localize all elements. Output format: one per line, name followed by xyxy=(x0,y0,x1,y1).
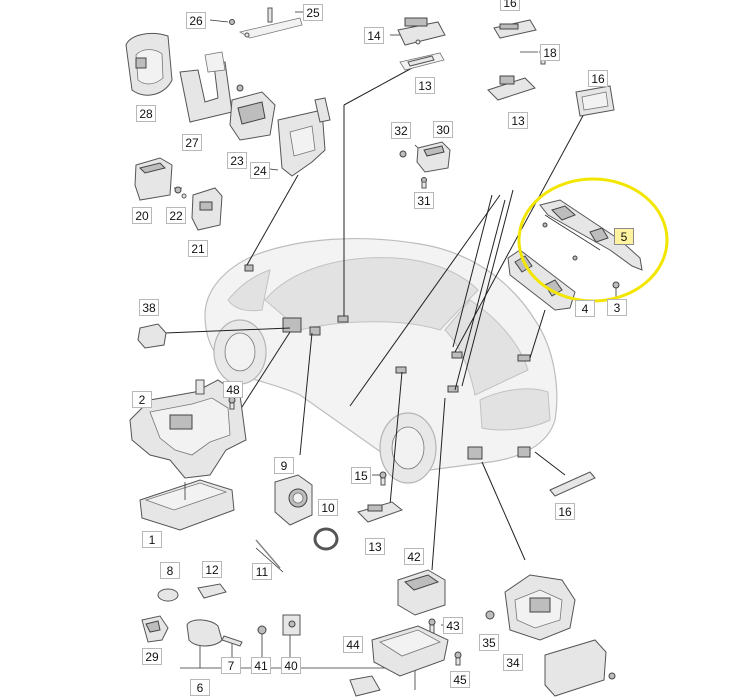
part-sensor-13-top xyxy=(399,52,445,71)
part-bracket-34 xyxy=(504,574,576,641)
part-control-unit-1 xyxy=(139,479,235,531)
part-tray-44 xyxy=(371,625,449,677)
callout-18[interactable]: 18 xyxy=(540,44,560,61)
callout-14[interactable]: 14 xyxy=(364,27,384,44)
callout-35[interactable]: 35 xyxy=(479,634,499,651)
car-illustration xyxy=(204,237,558,484)
callout-16[interactable]: 16 xyxy=(588,70,608,87)
part-module-42 xyxy=(397,569,446,616)
callout-23[interactable]: 23 xyxy=(227,152,247,169)
part-screw-31 xyxy=(421,177,427,189)
callout-38[interactable]: 38 xyxy=(139,299,159,316)
part-piece-bottom xyxy=(349,675,381,697)
part-key-29 xyxy=(141,615,169,643)
part-ring-10 xyxy=(313,527,339,551)
callout-34[interactable]: 34 xyxy=(503,654,523,671)
callout-9[interactable]: 9 xyxy=(274,457,294,474)
part-screw-32 xyxy=(399,150,407,158)
part-plate-40 xyxy=(282,614,301,636)
callout-24[interactable]: 24 xyxy=(250,162,270,179)
callout-13[interactable]: 13 xyxy=(415,77,435,94)
callout-48[interactable]: 48 xyxy=(223,381,243,398)
part-keyfob-6 xyxy=(186,619,223,647)
callout-4[interactable]: 4 xyxy=(575,300,595,317)
part-sensor-16-top xyxy=(493,19,537,39)
callout-42[interactable]: 42 xyxy=(404,548,424,565)
part-screw-3 xyxy=(612,281,620,289)
callout-25[interactable]: 25 xyxy=(303,4,323,21)
callout-32[interactable]: 32 xyxy=(391,122,411,139)
part-bracket-2 xyxy=(129,379,247,479)
part-sensor-13-right xyxy=(487,75,536,101)
callout-21[interactable]: 21 xyxy=(188,240,208,257)
callout-13[interactable]: 13 xyxy=(508,112,528,129)
callout-31[interactable]: 31 xyxy=(414,192,434,209)
callout-12[interactable]: 12 xyxy=(202,561,222,578)
part-screw-41 xyxy=(257,625,267,635)
part-screw-15 xyxy=(379,471,387,486)
part-key-12 xyxy=(197,583,227,599)
callout-28[interactable]: 28 xyxy=(136,105,156,122)
callout-16[interactable]: 16 xyxy=(500,0,520,11)
callout-13[interactable]: 13 xyxy=(365,538,385,555)
part-bracket-21 xyxy=(191,187,223,231)
callout-16[interactable]: 16 xyxy=(555,503,575,520)
callout-5[interactable]: 5 xyxy=(614,228,634,245)
callout-26[interactable]: 26 xyxy=(186,12,206,29)
callout-3[interactable]: 3 xyxy=(607,299,627,316)
callout-10[interactable]: 10 xyxy=(318,499,338,516)
part-cover-28 xyxy=(125,32,173,96)
callout-43[interactable]: 43 xyxy=(443,617,463,634)
part-bracket-25 xyxy=(229,7,303,39)
callout-7[interactable]: 7 xyxy=(221,657,241,674)
part-module-30 xyxy=(416,141,451,173)
callout-45[interactable]: 45 xyxy=(450,671,470,688)
part-button-8 xyxy=(157,588,179,602)
part-sensor-13-bottom xyxy=(357,501,404,523)
callout-22[interactable]: 22 xyxy=(166,207,186,224)
part-screw-22 xyxy=(174,186,187,199)
part-wiring-5 xyxy=(539,199,643,271)
part-sensor-38 xyxy=(137,323,167,349)
part-sensor-16-right xyxy=(575,85,615,117)
part-blade-7 xyxy=(221,635,243,647)
part-wire-11 xyxy=(255,539,281,569)
callout-6[interactable]: 6 xyxy=(190,679,210,696)
callout-44[interactable]: 44 xyxy=(343,636,363,653)
callout-11[interactable]: 11 xyxy=(252,563,272,580)
part-module-23 xyxy=(229,84,276,141)
part-nut-35 xyxy=(485,610,495,620)
part-screw-45 xyxy=(454,651,462,666)
part-strip-16 xyxy=(549,471,596,497)
callout-41[interactable]: 41 xyxy=(251,657,271,674)
part-bracket-24 xyxy=(277,97,331,177)
leader-lines xyxy=(164,11,617,690)
callout-1[interactable]: 1 xyxy=(142,531,162,548)
part-module-bottom-right xyxy=(544,639,616,697)
callout-20[interactable]: 20 xyxy=(132,207,152,224)
callout-40[interactable]: 40 xyxy=(281,657,301,674)
callout-27[interactable]: 27 xyxy=(182,134,202,151)
callout-30[interactable]: 30 xyxy=(433,121,453,138)
callout-8[interactable]: 8 xyxy=(160,562,180,579)
part-screw-43 xyxy=(428,618,436,634)
callout-2[interactable]: 2 xyxy=(132,391,152,408)
callout-15[interactable]: 15 xyxy=(351,467,371,484)
part-connector-14 xyxy=(397,17,446,46)
part-camera-9 xyxy=(274,474,313,526)
part-bracket-27 xyxy=(179,51,233,123)
part-module-20 xyxy=(134,157,173,201)
callout-29[interactable]: 29 xyxy=(142,648,162,665)
